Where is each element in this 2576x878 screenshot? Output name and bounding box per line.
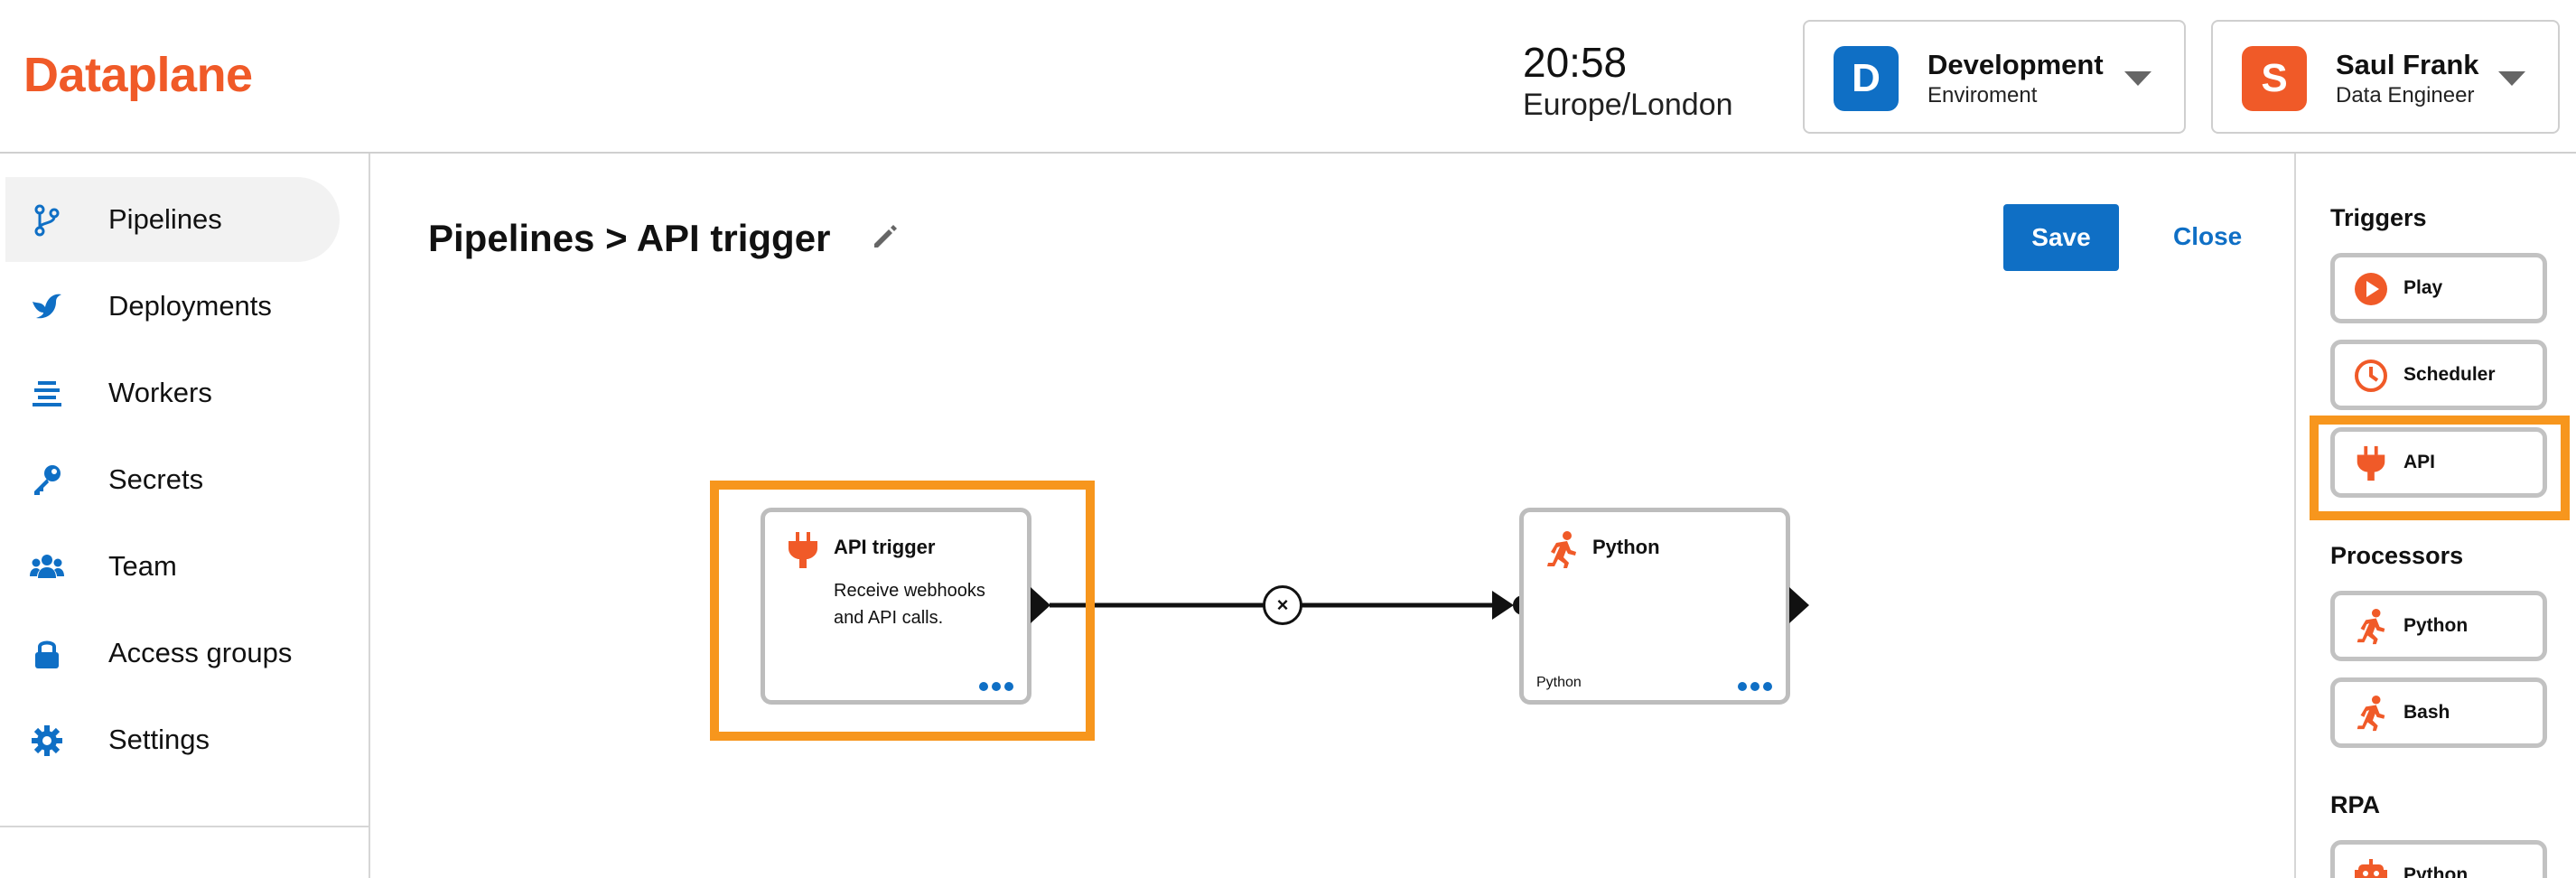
palette-item-highlight — [2310, 416, 2570, 520]
plug-icon — [2357, 445, 2385, 481]
runner-icon — [2357, 695, 2385, 732]
sidebar-item-label: Team — [108, 550, 177, 582]
sidebar-item-label: Pipelines — [108, 203, 222, 235]
sidebar-item-label: Settings — [108, 724, 210, 755]
clock: 20:58 Europe/London — [1523, 42, 1733, 122]
node-highlight — [710, 481, 1095, 741]
play-circle-icon — [2355, 273, 2387, 305]
sidebar-item-team[interactable]: Team — [5, 524, 340, 609]
sidebar-item-label: Access groups — [108, 637, 293, 668]
sidebar-item-settings[interactable]: Settings — [5, 697, 340, 782]
sidebar-item-workers[interactable]: Workers — [5, 350, 340, 435]
palette-item-python[interactable]: Python — [2330, 591, 2547, 661]
palette-item-label: Play — [2403, 277, 2443, 298]
user-selector[interactable]: S Saul Frank Data Engineer — [2211, 20, 2560, 134]
output-handle[interactable] — [1031, 587, 1050, 623]
pipeline-branch-icon — [34, 204, 60, 237]
lock-icon — [35, 640, 59, 668]
node-title: Python — [1592, 536, 1660, 558]
sidebar-item-access-groups[interactable]: Access groups — [5, 611, 340, 696]
robot-icon — [2355, 859, 2387, 878]
sidebar-item-secrets[interactable]: Secrets — [5, 437, 340, 522]
python-node[interactable]: Python Python — [1519, 508, 1790, 705]
workers-list-icon — [33, 381, 61, 406]
avatar: S — [2242, 46, 2307, 111]
node-title: API trigger — [834, 536, 936, 558]
sidebar-item-pipelines[interactable]: Pipelines — [5, 177, 340, 262]
environment-avatar: D — [1834, 46, 1899, 111]
palette-section-title: RPA — [2330, 791, 2381, 818]
bird-icon — [33, 294, 61, 319]
sidebar: Pipelines Deployments Workers Secrets — [0, 154, 370, 878]
palette-item-scheduler[interactable]: Scheduler — [2330, 340, 2547, 410]
clock-icon — [2355, 360, 2387, 392]
more-options-icon[interactable] — [1737, 680, 1773, 693]
node-palette: Triggers Play Scheduler API Processo — [2294, 154, 2576, 878]
sidebar-item-label: Deployments — [108, 290, 272, 322]
gear-icon — [32, 725, 62, 756]
api-trigger-node[interactable]: API trigger Receive webhooks and API cal… — [761, 508, 1031, 705]
palette-item-play[interactable]: Play — [2330, 253, 2547, 323]
clock-timezone: Europe/London — [1523, 88, 1733, 122]
palette-item-rpa-python[interactable]: Python — [2330, 840, 2547, 878]
user-name: Saul Frank — [2336, 49, 2479, 80]
palette-item-label: API — [2403, 452, 2436, 472]
more-options-icon[interactable] — [978, 680, 1014, 693]
palette-item-label: Bash — [2403, 702, 2450, 723]
palette-item-label: Python — [2403, 864, 2469, 878]
page-title: Pipelines > API trigger — [428, 217, 831, 259]
sidebar-item-label: Workers — [108, 377, 212, 408]
environment-label: Enviroment — [1927, 83, 2038, 107]
runner-icon — [2357, 608, 2385, 645]
edge-delete-button[interactable]: × — [1263, 585, 1302, 625]
node-footer: Python — [1536, 675, 1582, 690]
brand-logo[interactable]: Dataplane — [23, 48, 253, 102]
chevron-down-icon[interactable] — [2124, 71, 2151, 86]
palette-item-label: Scheduler — [2403, 364, 2496, 385]
pencil-icon[interactable] — [869, 220, 901, 253]
environment-selector[interactable]: D Development Enviroment — [1803, 20, 2186, 134]
sidebar-item-label: Secrets — [108, 463, 204, 495]
users-icon — [30, 555, 64, 578]
node-description: Receive webhooks and API calls. — [834, 581, 985, 628]
palette-item-label: Python — [2403, 615, 2469, 636]
close-button[interactable]: Close — [2173, 222, 2243, 250]
sidebar-divider — [0, 826, 369, 827]
user-role: Data Engineer — [2336, 83, 2475, 107]
output-handle[interactable] — [1789, 587, 1809, 623]
palette-section-title: Processors — [2330, 542, 2464, 569]
sidebar-item-deployments[interactable]: Deployments — [5, 264, 340, 349]
key-icon — [34, 465, 61, 495]
palette-item-bash[interactable]: Bash — [2330, 677, 2547, 748]
runner-icon — [1547, 531, 1576, 568]
clock-time: 20:58 — [1523, 39, 1628, 86]
chevron-down-icon[interactable] — [2498, 71, 2525, 86]
plug-icon — [789, 532, 817, 568]
palette-section-title: Triggers — [2330, 204, 2427, 231]
palette-item-api[interactable]: API — [2330, 427, 2547, 498]
pipeline-editor: Pipelines > API trigger Save Close × API… — [370, 154, 2294, 878]
top-header: Dataplane 20:58 Europe/London D Developm… — [0, 0, 2576, 154]
environment-name: Development — [1927, 49, 2104, 80]
save-button[interactable]: Save — [2003, 204, 2119, 271]
